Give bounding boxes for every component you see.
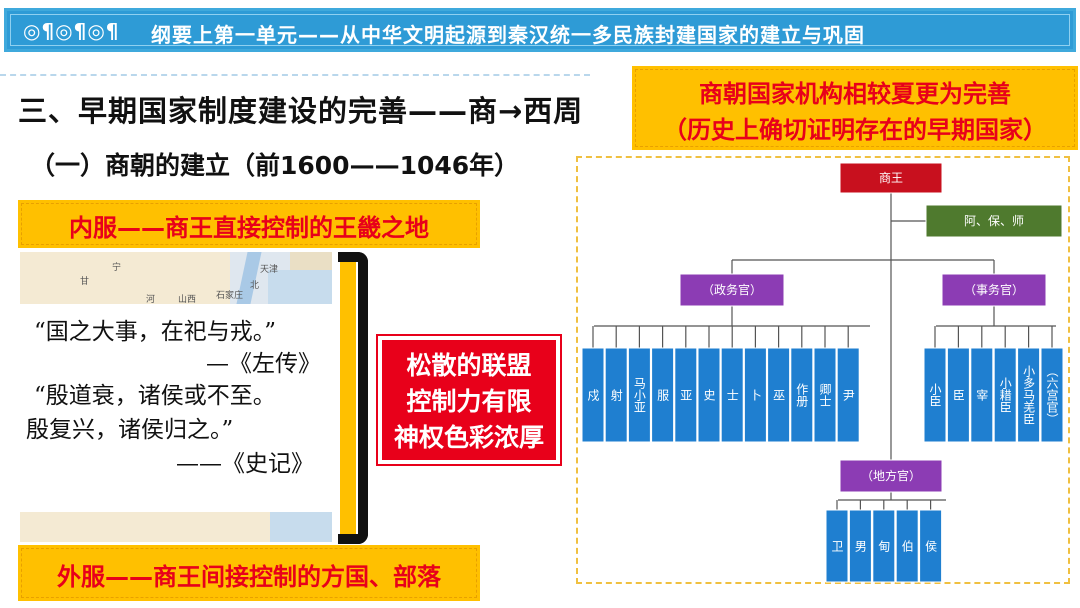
node-political-officials-label: （政务官）: [702, 282, 762, 297]
political-sub-label: 尹: [841, 389, 856, 401]
node-local-officials: [839, 459, 943, 493]
node-local-officials-label: （地方官）: [861, 468, 921, 483]
map-label: 山西: [178, 295, 197, 304]
node-affairs-sub: [970, 347, 994, 443]
map-label: 天津: [260, 265, 279, 275]
node-advisors-label: 阿、保、师: [964, 214, 1024, 228]
inner-territory-box: 内服——商王直接控制的王畿之地: [18, 200, 480, 248]
political-sub-label: 卜: [748, 389, 763, 401]
local-sub-label: 男: [853, 540, 868, 552]
node-political-sub: [651, 347, 675, 443]
node-affairs-officials: [941, 273, 1047, 307]
political-sub-label: 巫: [771, 389, 786, 401]
node-local-sub: [872, 509, 896, 583]
org-title-box: 商朝国家机构相较夏更为完善 （历史上确切证明存在的早期国家）: [632, 66, 1078, 150]
map-label: 宁: [112, 263, 122, 273]
political-sub-label: 射: [609, 389, 624, 401]
node-affairs-sub: [923, 347, 947, 443]
local-sub-label: 伯: [900, 540, 915, 552]
quote-shiji-line1: “殷道衰，诸侯或不至。: [34, 383, 276, 409]
right-bracket: [338, 252, 368, 544]
map-label: 甘: [80, 277, 90, 287]
node-affairs-sub: [1040, 347, 1064, 443]
node-political-sub: [674, 347, 698, 443]
political-sub-label: 作册: [794, 383, 809, 407]
node-affairs-officials-label: （事务官）: [964, 282, 1024, 297]
local-sub-label: 侯: [923, 540, 938, 552]
affairs-sub-label: 臣: [951, 389, 966, 401]
inner-territory-text: 内服——商王直接控制的王畿之地: [69, 214, 429, 242]
node-local-sub: [919, 509, 943, 583]
map-strip-top: 甘 宁 天津 北 石家庄 山西 河: [20, 252, 332, 304]
node-political-sub: [836, 347, 860, 443]
node-political-sub: [767, 347, 791, 443]
node-affairs-sub: [946, 347, 970, 443]
outer-territory-text: 外服——商王间接控制的方国、部落: [57, 563, 441, 591]
affairs-sub-label: 小耤臣: [998, 377, 1013, 413]
header-divider: [0, 74, 590, 76]
political-sub-label: 亚: [678, 389, 693, 401]
map-label: 北: [250, 281, 260, 291]
feature-item: 神权色彩浓厚: [393, 423, 544, 452]
header-symbols: ◎¶◎¶◎¶: [23, 19, 120, 43]
node-political-sub: [813, 347, 837, 443]
quote-zuozhuan-source: —《左传》: [206, 351, 321, 377]
affairs-sub-label: （六宫官）: [1045, 365, 1059, 425]
section-title: 三、早期国家制度建设的完善——商→西周: [18, 94, 584, 128]
affairs-sub-label: 宰: [974, 389, 989, 401]
node-affairs-sub: [1017, 347, 1041, 443]
political-sub-label: 史: [702, 389, 716, 401]
node-local-sub: [895, 509, 919, 583]
map-label: 石家庄: [216, 291, 244, 301]
local-sub-label: 卫: [830, 540, 844, 552]
affairs-sub-label: 小多马羌臣: [1021, 365, 1036, 425]
node-affairs-sub: [993, 347, 1017, 443]
quote-shiji-source: ——《史记》: [176, 451, 314, 477]
outer-territory-box: 外服——商王间接控制的方国、部落: [18, 545, 480, 601]
political-sub-label: 戍: [586, 389, 600, 401]
bracket-fill: [340, 262, 356, 534]
node-political-sub: [627, 347, 651, 443]
feature-item: 控制力有限: [406, 387, 532, 416]
header-banner: ◎¶◎¶◎¶ 纲要上第一单元——从中华文明起源到秦汉统一多民族封建国家的建立与巩…: [4, 8, 1076, 52]
node-political-sub: [604, 347, 628, 443]
node-local-sub: [825, 509, 849, 583]
quote-zuozhuan: “国之大事，在祀与戎。”: [34, 319, 277, 345]
node-political-officials: [679, 273, 785, 307]
node-political-sub: [581, 347, 605, 443]
node-advisors: [925, 204, 1063, 238]
node-political-sub: [697, 347, 721, 443]
map-label: 河: [146, 295, 156, 304]
affairs-sub-label: 小臣: [928, 383, 942, 407]
political-sub-label: 服: [655, 389, 670, 401]
subsection-title: （一）商朝的建立（前1600——1046年）: [30, 151, 520, 180]
org-title-line2: （历史上确切证明存在的早期国家）: [663, 116, 1047, 144]
node-local-sub: [848, 509, 872, 583]
node-political-sub: [790, 347, 814, 443]
map-strip-bottom: [20, 512, 332, 542]
org-title-line1: 商朝国家机构相较夏更为完善: [699, 80, 1011, 108]
quote-shiji-line2: 殷复兴，诸侯归之。”: [26, 417, 234, 443]
node-king: [839, 162, 943, 194]
header-title: 纲要上第一单元——从中华文明起源到秦汉统一多民族封建国家的建立与巩固: [151, 23, 865, 47]
org-chart-frame: [576, 156, 1070, 584]
feature-item: 松散的联盟: [406, 351, 532, 380]
node-king-label: 商王: [879, 170, 903, 185]
political-sub-label: 马小亚: [632, 377, 647, 413]
political-sub-label: 卿士: [818, 383, 832, 407]
node-political-sub: [743, 347, 767, 443]
local-sub-label: 甸: [876, 540, 891, 552]
political-sub-label: 士: [725, 389, 740, 401]
features-box: 松散的联盟 控制力有限 神权色彩浓厚: [376, 334, 562, 466]
node-political-sub: [720, 347, 744, 443]
slide-header: ◎¶◎¶◎¶ 纲要上第一单元——从中华文明起源到秦汉统一多民族封建国家的建立与巩…: [0, 0, 1080, 60]
